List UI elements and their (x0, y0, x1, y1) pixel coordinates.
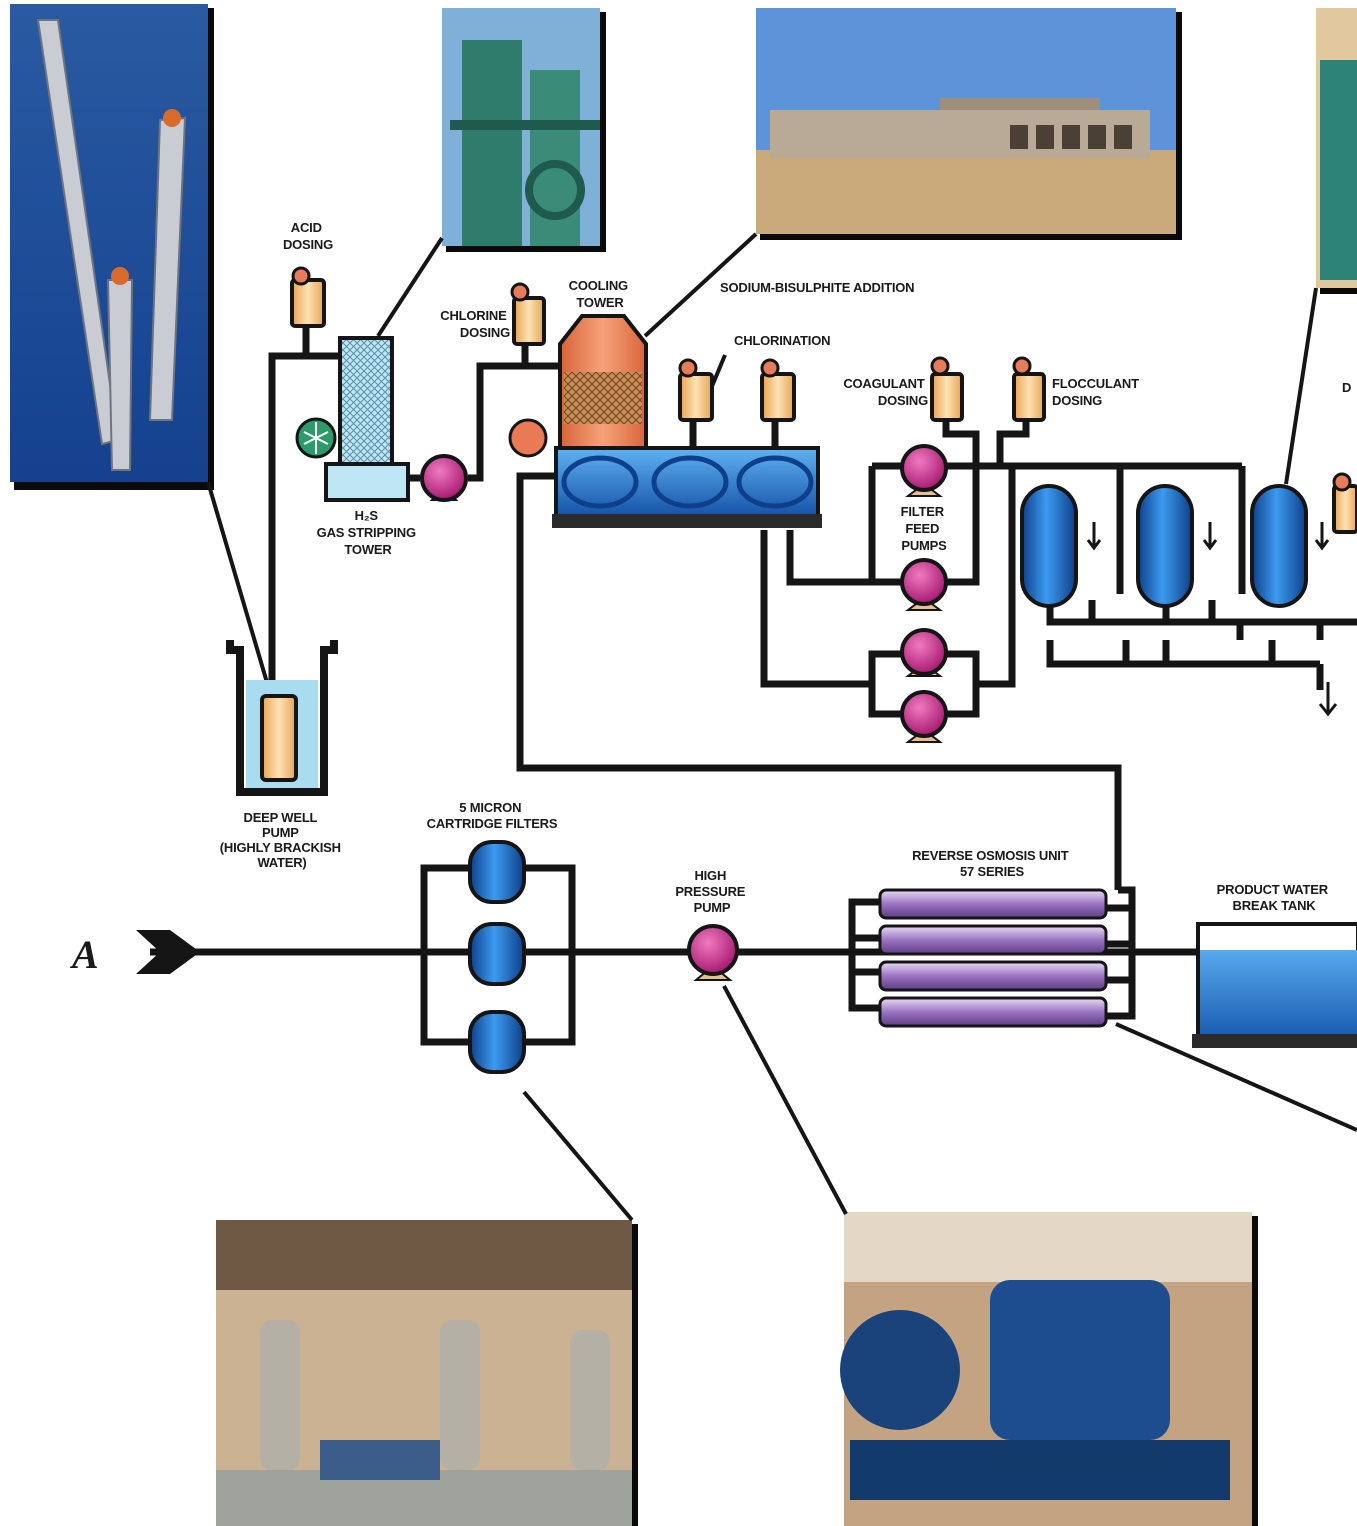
photo-deep-well-pumps (10, 4, 214, 490)
filter-feed-line-2: FEED (905, 521, 939, 536)
cooling-fan-icon (510, 420, 546, 456)
cooling-tower-label: COOLING TOWER (569, 278, 632, 310)
h2s-tower-line-1: H₂S (355, 508, 379, 523)
cartridge-filter-2 (470, 924, 524, 984)
h2s-tower-line-2: GAS STRIPPING (317, 525, 416, 540)
coagulant-dosing-line-1: COAGULANT (843, 376, 925, 391)
product-tank-line-2: BREAK TANK (1233, 898, 1317, 913)
deep-well-line-3: (HIGHLY BRACKISH (220, 840, 341, 855)
hp-pump-line-3: PUMP (694, 900, 731, 915)
deep-well-line-4: WATER) (257, 855, 306, 870)
high-pressure-pump (689, 926, 737, 980)
photo-cooling-tower-building (756, 8, 1182, 240)
media-filter-3 (1252, 486, 1328, 606)
photo-cartridge-filter-hall (216, 1220, 638, 1526)
cartridge-filters-line-1: 5 MICRON (459, 800, 521, 815)
acid-dosing-line-1: ACID (291, 220, 322, 235)
chlorination-label: CHLORINATION (734, 333, 830, 348)
filter-feed-pump-1 (902, 446, 946, 496)
chlorine-dosing-tank (512, 284, 544, 344)
backwash-pump-2 (902, 692, 946, 742)
hp-pump-line-2: PRESSURE (675, 884, 745, 899)
ro-unit (880, 890, 1106, 1026)
h2s-tower-line-3: TOWER (344, 542, 392, 557)
cartridge-filter-3 (470, 1012, 524, 1072)
flocculant-dosing-line-2: DOSING (1052, 393, 1102, 408)
cooling-tower-line-1: COOLING (569, 278, 628, 293)
ro-unit-label: REVERSE OSMOSIS UNIT 57 SERIES (912, 848, 1072, 879)
inlet-arrow-icon (136, 930, 200, 974)
media-filter-2 (1138, 486, 1216, 606)
deep-well-line-1: DEEP WELL (244, 810, 318, 825)
sodium-bisulphite-label: SODIUM-BISULPHITE ADDITION (720, 280, 914, 295)
sodium-bisulphite-tank (680, 360, 712, 420)
filter-feed-line-1: FILTER (901, 504, 945, 519)
media-filter-1 (1022, 486, 1100, 606)
chlorine-dosing-line-1: CHLORINE (440, 308, 507, 323)
flocculant-dosing-label: FLOCCULANT DOSING (1052, 376, 1142, 408)
filter-feed-pump-2 (902, 560, 946, 610)
coagulant-dosing-tank (932, 358, 962, 420)
inlet-label: A (69, 932, 99, 977)
product-tank-line-1: PRODUCT WATER (1217, 882, 1329, 897)
photo-high-pressure-pump (840, 1212, 1258, 1526)
hp-pump-line-1: HIGH (694, 868, 726, 883)
clipped-dosing-tank (1334, 474, 1357, 532)
product-water-break-tank (1192, 924, 1357, 1048)
filter-feed-pumps-label: FILTER FEED PUMPS (901, 504, 948, 553)
photo-filter-tanks (1316, 8, 1357, 294)
filter-feed-line-3: PUMPS (901, 538, 947, 553)
product-tank-label: PRODUCT WATER BREAK TANK (1217, 882, 1332, 913)
cartridge-filters-line-2: CARTRIDGE FILTERS (427, 816, 558, 831)
deep-well-line-2: PUMP (262, 825, 299, 840)
coagulant-dosing-label: COAGULANT DOSING (843, 376, 928, 408)
acid-dosing-label: ACID DOSING (283, 220, 333, 252)
flocculant-dosing-tank (1014, 358, 1044, 420)
cartridge-filter-1 (470, 842, 524, 902)
deep-well-pump-label: DEEP WELL PUMP (HIGHLY BRACKISH WATER) (220, 810, 344, 870)
chlorine-dosing-line-2: DOSING (460, 325, 510, 340)
coagulant-dosing-line-2: DOSING (878, 393, 928, 408)
cooling-tower-line-2: TOWER (576, 295, 624, 310)
flocculant-dosing-line-1: FLOCCULANT (1052, 376, 1139, 391)
deep-well (230, 640, 334, 792)
green-tank-icon (1320, 60, 1357, 280)
h2s-tower-label: H₂S GAS STRIPPING TOWER (317, 508, 420, 557)
acid-dosing-tank (292, 268, 324, 326)
chlorination-basin (552, 448, 822, 528)
cartridge-filters-label: 5 MICRON CARTRIDGE FILTERS (427, 800, 558, 831)
clipped-label-d: D (1342, 380, 1351, 395)
high-pressure-pump-label: HIGH PRESSURE PUMP (675, 868, 748, 915)
chlorine-dosing-label: CHLORINE DOSING (440, 308, 510, 340)
ro-unit-line-2: 57 SERIES (960, 864, 1024, 879)
transfer-pump (422, 456, 466, 500)
ro-unit-line-1: REVERSE OSMOSIS UNIT (912, 848, 1069, 863)
backwash-pump-1 (902, 630, 946, 676)
chlorination-tank (762, 360, 794, 420)
h2s-stripping-tower (297, 338, 408, 500)
photo-gas-stripping-tower (442, 8, 606, 252)
acid-dosing-line-2: DOSING (283, 237, 333, 252)
